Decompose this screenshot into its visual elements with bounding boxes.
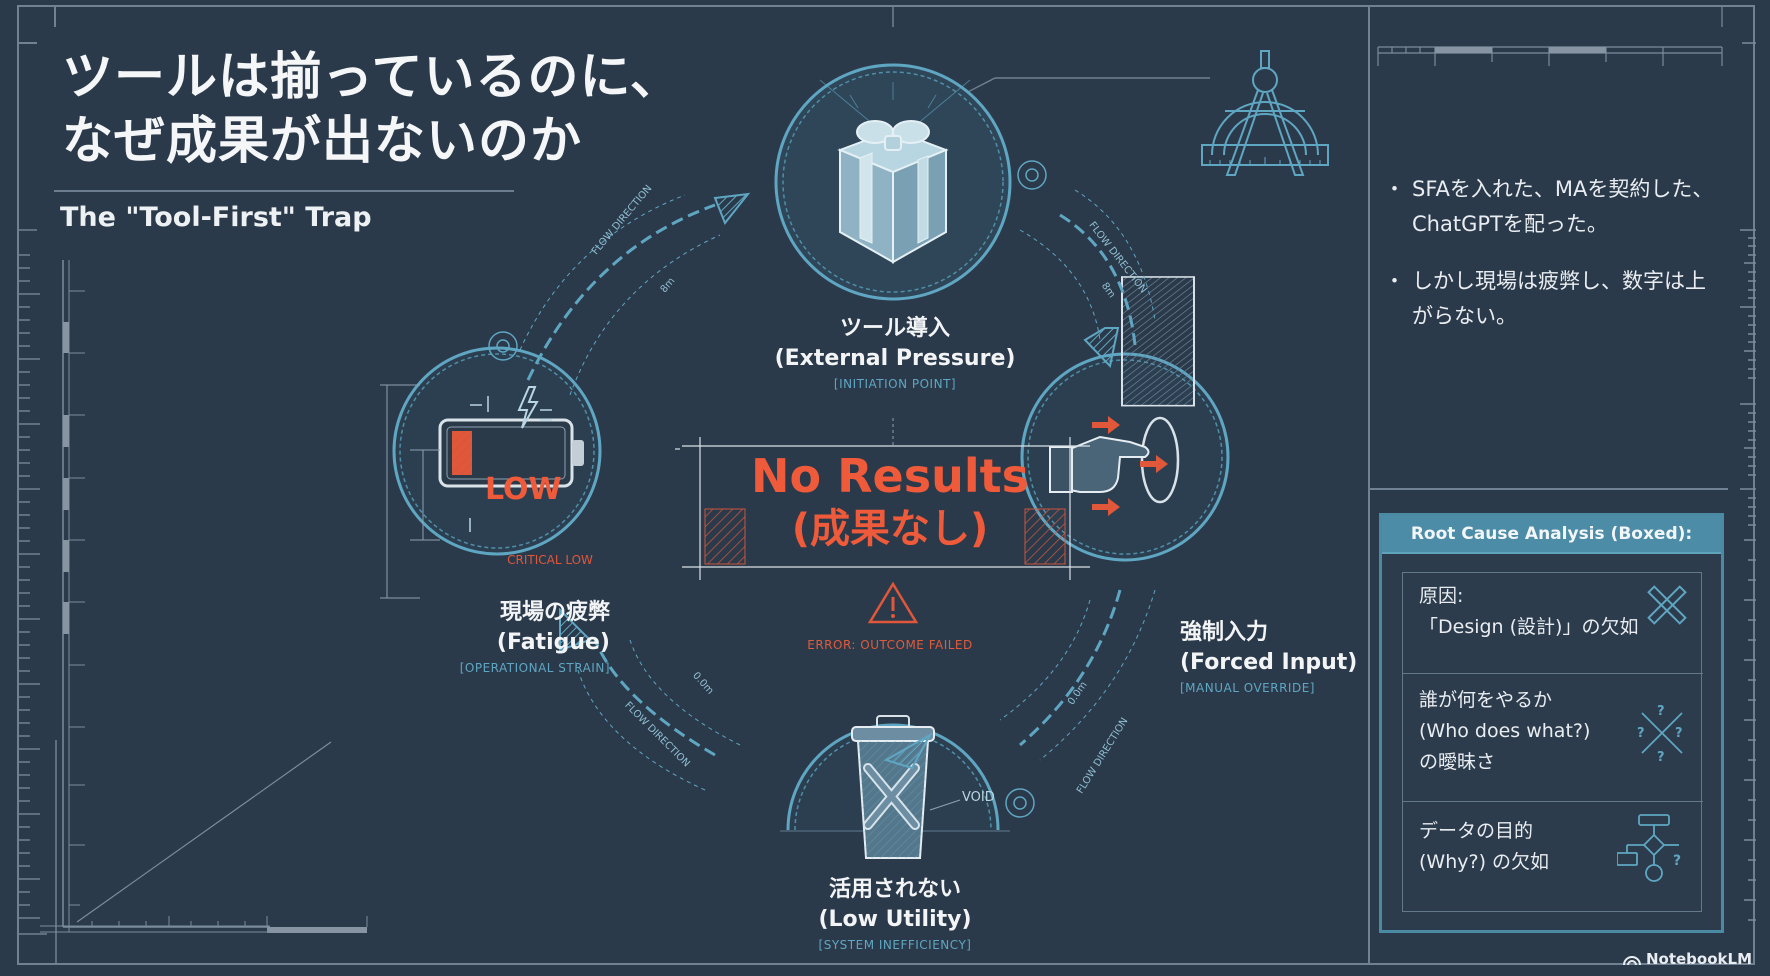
root-cause-item-purpose: データの目的 (Why?) の欠如 bbox=[1419, 816, 1549, 878]
node-jp-label: 活用されない bbox=[828, 877, 961, 902]
title-line-2: なぜ成果が出ないのか bbox=[62, 112, 583, 171]
root-cause-separator bbox=[1403, 801, 1703, 802]
root-cause-title: Root Cause Analysis (Boxed): bbox=[1382, 516, 1721, 554]
title-divider bbox=[54, 190, 514, 192]
watermark-text: NotebookLM bbox=[1645, 950, 1752, 968]
node-tag: [OPERATIONAL STRAIN] bbox=[459, 661, 610, 675]
svg-text:?: ? bbox=[1673, 853, 1681, 869]
gift-box-icon bbox=[819, 79, 971, 264]
warning-icon bbox=[867, 581, 919, 624]
node-en-label: (External Pressure) bbox=[774, 346, 1016, 371]
sidebar-bullets: SFAを入れた、MAを契約した、ChatGPTを配った。 しかし現場は疲弊し、数… bbox=[1384, 172, 1718, 356]
pencil-ruler-icon bbox=[1647, 585, 1687, 625]
svg-text:?: ? bbox=[1637, 726, 1645, 741]
flow-arrows bbox=[526, 203, 1137, 757]
sidebar-divider bbox=[1368, 5, 1370, 965]
svg-text:?: ? bbox=[1657, 750, 1665, 763]
compass-protractor-icon bbox=[1201, 50, 1329, 176]
node-jp-label: 強制入力 bbox=[1180, 620, 1269, 645]
cycle-diagram bbox=[380, 47, 1230, 859]
root-cause-item-design: 原因: 「Design (設計)」の欠如 bbox=[1419, 581, 1638, 643]
page-title: ツールは揃っているのに、 なぜ成果が出ないのか bbox=[62, 46, 682, 174]
node-en-label: (Fatigue) bbox=[496, 630, 610, 655]
center-no-results-jp: (成果なし) bbox=[791, 506, 989, 552]
node-tag: [SYSTEM INEFFICIENCY] bbox=[818, 938, 972, 952]
gear-icons bbox=[488, 160, 1047, 818]
error-message: ERROR: OUTCOME FAILED bbox=[807, 638, 973, 652]
root-cause-separator bbox=[1403, 673, 1703, 674]
root-cause-box: Root Cause Analysis (Boxed): 原因: 「Design… bbox=[1379, 513, 1724, 933]
low-battery-icon bbox=[438, 386, 584, 532]
root-cause-item-roles: 誰が何をやるか (Who does what?) の曖昧さ bbox=[1419, 685, 1590, 778]
item-line: データの目的 bbox=[1419, 820, 1534, 842]
svg-text:?: ? bbox=[1657, 704, 1665, 719]
trash-can-icon bbox=[851, 715, 961, 859]
battery-caption: CRITICAL LOW bbox=[507, 553, 593, 567]
arrow-heads bbox=[559, 192, 1120, 770]
item-line: 誰が何をやるか bbox=[1419, 689, 1553, 711]
notebooklm-watermark: NotebookLM bbox=[1622, 950, 1752, 968]
item-line: (Who does what?) bbox=[1419, 720, 1591, 742]
flowchart-question-icon: ? bbox=[1617, 814, 1681, 882]
node-tag: [INITIATION POINT] bbox=[833, 377, 957, 391]
sidebar-section-divider bbox=[1368, 488, 1728, 490]
battery-low-label: LOW bbox=[485, 472, 562, 507]
node-jp-label: 現場の疲弊 bbox=[499, 600, 610, 625]
page-subtitle: The "Tool-First" Trap bbox=[60, 202, 372, 233]
title-line-1: ツールは揃っているのに、 bbox=[62, 48, 682, 107]
node-en-label: (Low Utility) bbox=[818, 907, 972, 932]
node-fatigue: 現場の疲弊 (Fatigue) [OPERATIONAL STRAIN] bbox=[420, 598, 610, 678]
svg-text:?: ? bbox=[1675, 726, 1683, 741]
node-forced-input: 強制入力 (Forced Input) [MANUAL OVERRIDE] bbox=[1180, 618, 1380, 698]
bullet-item: SFAを入れた、MAを契約した、ChatGPTを配った。 bbox=[1384, 172, 1718, 242]
crossed-arrows-question-icon: ???? bbox=[1637, 704, 1683, 763]
node-tag: [MANUAL OVERRIDE] bbox=[1180, 681, 1315, 695]
node-tool-introduction: ツール導入 (External Pressure) [INITIATION PO… bbox=[770, 314, 1020, 394]
trash-void-label: VOID bbox=[962, 790, 995, 805]
item-line: の曖昧さ bbox=[1419, 751, 1496, 773]
hand-pushing-icon bbox=[1049, 276, 1195, 516]
blueprint-frame bbox=[17, 5, 1755, 965]
node-jp-label: ツール導入 bbox=[839, 316, 950, 341]
center-no-results: No Results bbox=[751, 449, 1029, 503]
node-low-utility: 活用されない (Low Utility) [SYSTEM INEFFICIENC… bbox=[770, 875, 1020, 955]
root-cause-list: 原因: 「Design (設計)」の欠如 誰が何をやるか (Who does w… bbox=[1402, 572, 1703, 912]
bullet-item: しかし現場は疲弊し、数字は上がらない。 bbox=[1384, 264, 1718, 334]
notebooklm-logo-icon bbox=[1622, 956, 1641, 966]
item-line: 原因: bbox=[1419, 585, 1464, 607]
item-line: (Why?) の欠如 bbox=[1419, 851, 1550, 873]
node-en-label: (Forced Input) bbox=[1180, 650, 1358, 675]
item-line: 「Design (設計)」の欠如 bbox=[1419, 616, 1639, 638]
